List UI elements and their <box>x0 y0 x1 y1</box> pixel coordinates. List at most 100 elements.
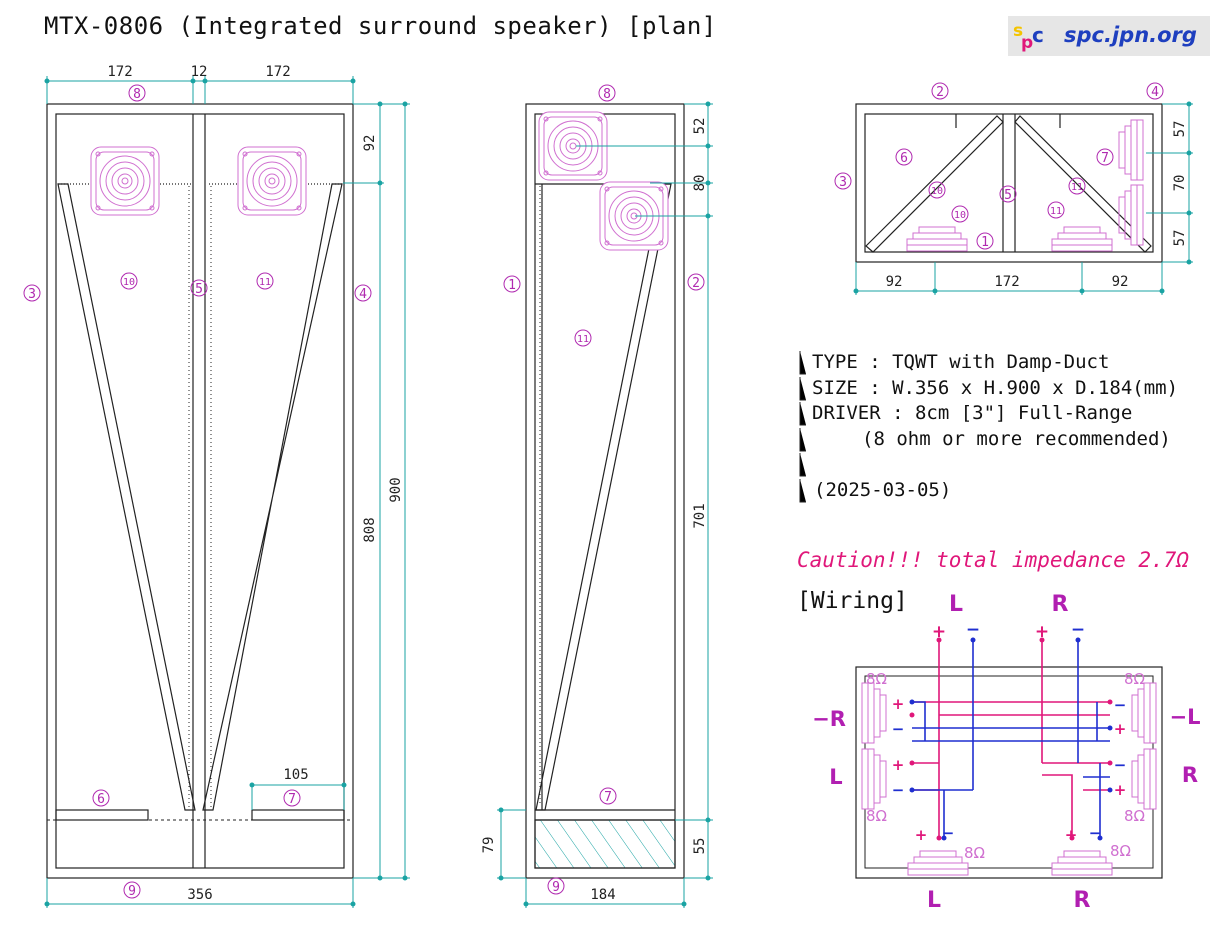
svg-text:−: − <box>966 620 980 640</box>
svg-text:8Ω: 8Ω <box>1124 807 1145 825</box>
svg-text:+: + <box>1114 720 1127 738</box>
top-right-driver-icon <box>1051 226 1113 252</box>
side-cabinet-outline <box>525 103 685 879</box>
svg-text:9: 9 <box>552 880 560 895</box>
svg-text:10: 10 <box>931 186 943 197</box>
svg-text:8Ω: 8Ω <box>1124 670 1145 688</box>
svg-text:−R: −R <box>812 707 846 731</box>
svg-text:8: 8 <box>133 87 141 102</box>
svg-text:5: 5 <box>195 282 203 297</box>
side-view <box>525 103 685 879</box>
site-logo[interactable]: s p c spc.jpn.org <box>1008 16 1210 56</box>
page-title: MTX-0806 (Integrated surround speaker) [… <box>44 12 717 40</box>
svg-text:+: + <box>892 695 905 713</box>
front-dim-labels: 172 12 172 356 105 92 808 900 <box>107 64 404 903</box>
top-part-labels: 2 4 3 6 7 5 10 10 11 11 1 <box>834 82 1164 250</box>
svg-text:12: 12 <box>191 64 208 80</box>
svg-text:−: − <box>1089 824 1102 842</box>
svg-text:1: 1 <box>508 278 516 293</box>
wiring-title: [Wiring] <box>797 588 908 614</box>
svg-text:11: 11 <box>259 277 271 288</box>
svg-text:4: 4 <box>1151 85 1159 100</box>
svg-text:+: + <box>1065 826 1078 844</box>
svg-text:11: 11 <box>1050 206 1062 217</box>
svg-text:5: 5 <box>1004 188 1012 203</box>
front-cabinet-outline <box>46 103 354 879</box>
svg-text:8Ω: 8Ω <box>866 807 887 825</box>
wiring-driver-left-upper-icon <box>861 682 887 744</box>
site-url: spc.jpn.org <box>1064 23 1197 47</box>
front-left-driver-icon <box>90 146 160 216</box>
svg-text:+: + <box>1035 622 1049 642</box>
spec-recommend: (8 ohm or more recommended) <box>862 427 1171 450</box>
svg-text:+: + <box>1114 781 1127 799</box>
front-dimensions <box>44 76 410 908</box>
svg-text:55: 55 <box>692 838 708 855</box>
svg-text:8: 8 <box>603 87 611 102</box>
svg-text:10: 10 <box>123 277 135 288</box>
wiring-diagram: L R + − + − + − + − − + − + + − + − −R L… <box>812 592 1200 913</box>
side-part-labels: 1 2 8 11 7 9 <box>503 84 705 895</box>
side-dim-labels: 184 52 80 701 55 79 <box>481 118 708 903</box>
top-side-driver-lower-icon <box>1118 184 1144 246</box>
top-dim-labels: 92 172 92 57 70 57 <box>886 121 1188 290</box>
svg-text:6: 6 <box>900 151 908 166</box>
svg-text:R: R <box>1074 888 1091 913</box>
svg-text:1: 1 <box>981 235 989 250</box>
front-part-labels: 3 4 5 10 11 8 6 7 9 <box>23 84 372 899</box>
svg-text:8Ω: 8Ω <box>866 670 887 688</box>
svg-text:−: − <box>1114 696 1127 714</box>
top-left-driver-icon <box>906 226 968 252</box>
svg-text:8Ω: 8Ω <box>1110 842 1131 860</box>
spec-driver: DRIVER : 8cm [3"] Full-Range <box>812 402 1133 424</box>
wiring-driver-left-lower-icon <box>861 748 887 810</box>
svg-text:+: + <box>915 826 928 844</box>
wiring-driver-bottom-left-icon <box>907 850 969 876</box>
wiring-input-right: R <box>1052 592 1069 617</box>
svg-text:2: 2 <box>936 85 944 100</box>
side-dimensions <box>497 101 713 908</box>
svg-text:−: − <box>892 720 905 738</box>
svg-text:8Ω: 8Ω <box>964 844 985 862</box>
spec-type: TYPE : TQWT with Damp-Duct <box>812 351 1110 373</box>
svg-text:−L: −L <box>1170 705 1201 729</box>
top-cabinet-outline <box>855 103 1163 263</box>
caution-note: Caution!!! total impedance 2.7Ω <box>797 548 1189 572</box>
svg-text:11: 11 <box>1071 182 1083 193</box>
front-right-driver-icon <box>237 146 307 216</box>
svg-text:−: − <box>1114 756 1127 774</box>
svg-text:900: 900 <box>388 477 404 502</box>
svg-text:+: + <box>892 756 905 774</box>
svg-text:9: 9 <box>128 884 136 899</box>
svg-text:184: 184 <box>590 887 615 903</box>
svg-text:−: − <box>892 781 905 799</box>
svg-text:−: − <box>1071 620 1085 640</box>
svg-text:80: 80 <box>692 175 708 192</box>
svg-text:52: 52 <box>692 118 708 135</box>
svg-text:7: 7 <box>604 790 612 805</box>
svg-text:−: − <box>942 824 955 842</box>
svg-text:3: 3 <box>28 287 36 302</box>
svg-text:356: 356 <box>187 887 212 903</box>
svg-text:L: L <box>927 888 941 913</box>
spec-block: TYPE : TQWT with Damp-Duct SIZE : W.356 … <box>800 350 1178 503</box>
svg-text:172: 172 <box>265 64 290 80</box>
svg-text:105: 105 <box>283 767 308 783</box>
svg-text:57: 57 <box>1172 230 1188 247</box>
svg-text:2: 2 <box>692 276 700 291</box>
svg-text:172: 172 <box>994 274 1019 290</box>
svg-text:c: c <box>1032 23 1044 47</box>
svg-text:92: 92 <box>886 274 903 290</box>
svg-text:7: 7 <box>1101 151 1109 166</box>
svg-text:+: + <box>932 622 946 642</box>
spec-size: SIZE : W.356 x H.900 x D.184(mm) <box>812 376 1179 399</box>
spec-date: (2025-03-05) <box>814 478 952 501</box>
svg-text:R: R <box>1182 763 1198 787</box>
top-side-driver-upper-icon <box>1118 119 1144 181</box>
top-dimensions <box>853 101 1193 295</box>
svg-text:57: 57 <box>1172 121 1188 138</box>
spc-logo-icon: s p c <box>1013 21 1044 52</box>
svg-text:172: 172 <box>107 64 132 80</box>
wiring-driver-right-upper-icon <box>1131 682 1157 744</box>
